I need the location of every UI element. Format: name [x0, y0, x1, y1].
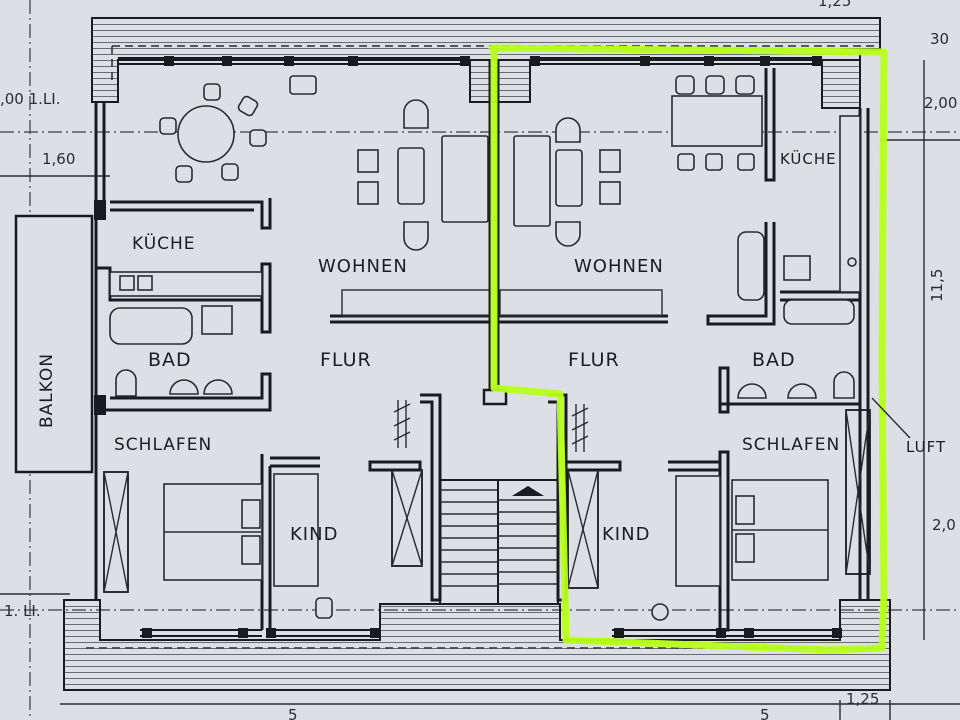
windows-top — [118, 56, 822, 66]
staircase — [439, 479, 559, 605]
dim-right-2-00: 2,00 — [924, 94, 957, 112]
label-right-wohnen: WOHNEN — [574, 256, 664, 277]
furniture-left — [109, 75, 489, 619]
label-left-bad: BAD — [148, 349, 192, 371]
balkon-label: BALKON — [37, 353, 57, 428]
label-right-kind: KIND — [602, 524, 650, 545]
label-right-bad: BAD — [752, 349, 796, 371]
dim-bottom-5-right: 5 — [760, 706, 770, 720]
labels-right: KÜCHE WOHNEN FLUR BAD SCHLAFEN KIND LUFT — [568, 149, 946, 545]
label-left-kind: KIND — [290, 524, 338, 545]
dim-left-1-60: 1,60 — [42, 150, 75, 168]
dim-left-2-00: ,00 1.LI. — [0, 90, 60, 108]
label-left-kueche: KÜCHE — [132, 232, 196, 254]
roof-bottom — [63, 599, 891, 691]
balcony: BALKON — [14, 214, 94, 474]
windows-bottom — [140, 628, 842, 638]
labels-left: KÜCHE WOHNEN BAD FLUR SCHLAFEN KIND — [114, 232, 408, 545]
dim-right-30: 30 — [930, 30, 949, 48]
apartment-highlight — [488, 44, 888, 654]
dim-bottom-1-25: 1,25 — [846, 690, 879, 708]
dim-bottom-5-left: 5 — [288, 706, 298, 720]
roof-top — [91, 17, 881, 109]
label-left-flur: FLUR — [320, 349, 372, 371]
door-marks — [393, 400, 589, 452]
dim-right-2-0: 2,0 — [932, 516, 956, 534]
label-left-wohnen: WOHNEN — [318, 256, 408, 277]
label-right-flur: FLUR — [568, 349, 620, 371]
label-right-luft: LUFT — [906, 438, 946, 456]
label-right-kueche: KÜCHE — [780, 149, 837, 168]
label-right-schlafen: SCHLAFEN — [742, 435, 840, 455]
dim-left-1-li: 1. LI. — [4, 602, 41, 620]
dim-right-11-5: 11,5 — [928, 269, 946, 302]
dim-top-1-25: 1,25 — [818, 0, 851, 10]
furniture-right — [513, 75, 861, 621]
label-left-schlafen: SCHLAFEN — [114, 435, 212, 455]
